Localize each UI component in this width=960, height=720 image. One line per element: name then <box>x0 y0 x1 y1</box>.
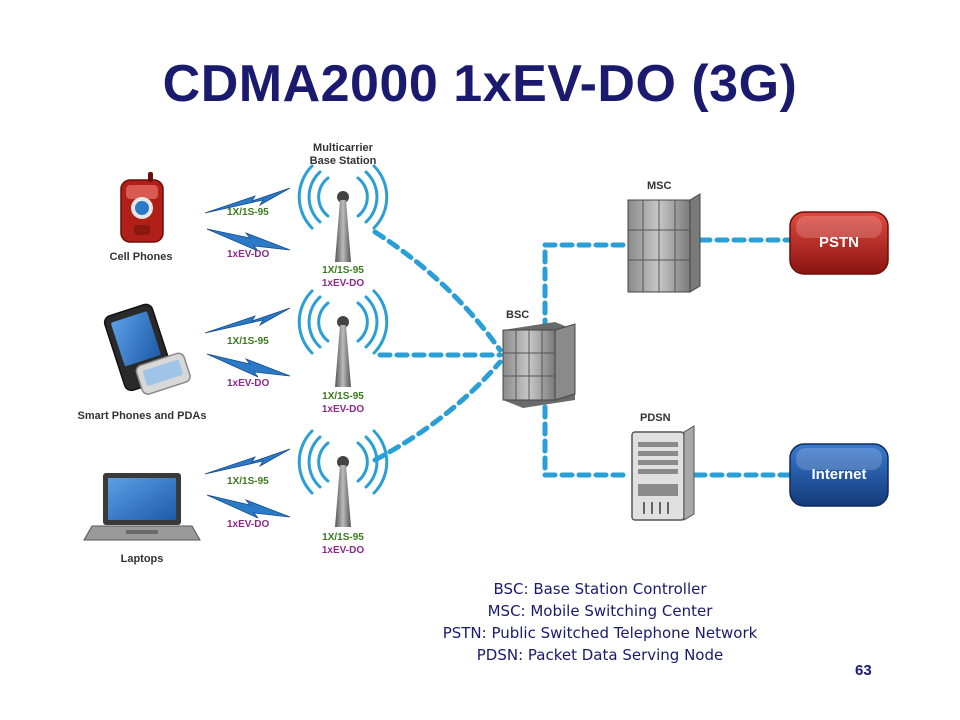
pdsn-label: PDSN <box>640 412 671 424</box>
bsc-rack <box>502 322 576 408</box>
slide-title: CDMA2000 1xEV-DO (3G) <box>162 55 798 113</box>
bolt-1b <box>206 228 291 252</box>
msc-rack <box>627 193 701 293</box>
device-label-cell-phones: Cell Phones <box>109 251 173 263</box>
bs1-label-b: 1xEV-DO <box>321 278 365 289</box>
link-lines <box>372 229 793 478</box>
internet-cloud <box>789 443 889 507</box>
bs1-label-a: 1X/1S-95 <box>322 265 364 276</box>
bsc-label: BSC <box>506 309 530 321</box>
legend-item-pstn: PSTN: Public Switched Telephone Network <box>442 624 758 642</box>
link-bs3-bsc <box>372 359 503 463</box>
legend-item-pdsn: PDSN: Packet Data Serving Node <box>476 646 724 664</box>
abbreviation-legend: BSC: Base Station Controller MSC: Mobile… <box>400 578 800 666</box>
bolt-3a <box>204 448 291 475</box>
pdsn-server <box>631 425 695 521</box>
bs3-label-b: 1xEV-DO <box>321 545 365 556</box>
base-station-header: Multicarrier Base Station <box>309 142 377 167</box>
msc-label: MSC <box>647 180 672 192</box>
bolt-1a <box>204 187 291 214</box>
pstn-label: PSTN <box>818 234 859 251</box>
device-label-smart-phones: Smart Phones and PDAs <box>77 410 207 422</box>
signal-label-1a: 1X/1S-95 <box>227 207 269 218</box>
link-bsc-msc <box>542 242 628 333</box>
signal-bolts <box>204 187 291 519</box>
link-bsc-pdsn <box>542 387 628 478</box>
bs3-label-a: 1X/1S-95 <box>322 532 364 543</box>
base-station-3 <box>297 429 389 527</box>
bs2-label-b: 1xEV-DO <box>321 404 365 415</box>
cell-phone-icon <box>120 172 164 243</box>
bolt-3b <box>206 494 291 519</box>
pda-icon <box>103 303 191 395</box>
legend-item-bsc: BSC: Base Station Controller <box>493 580 707 598</box>
bolt-2b <box>206 353 291 378</box>
base-station-1 <box>297 164 389 262</box>
laptop-icon <box>83 473 201 541</box>
link-bs1-bsc <box>372 229 503 353</box>
page-number: 63 <box>855 662 872 679</box>
bs2-label-a: 1X/1S-95 <box>322 391 364 402</box>
base-station-2 <box>297 289 389 387</box>
bolt-2a <box>204 307 291 334</box>
pstn-cloud <box>789 211 889 275</box>
signal-label-2a: 1X/1S-95 <box>227 336 269 347</box>
signal-label-2b: 1xEV-DO <box>227 378 270 389</box>
signal-label-3a: 1X/1S-95 <box>227 476 269 487</box>
signal-label-1b: 1xEV-DO <box>227 249 270 260</box>
signal-label-3b: 1xEV-DO <box>227 519 270 530</box>
device-label-laptops: Laptops <box>120 553 164 565</box>
internet-label: Internet <box>811 466 867 483</box>
legend-item-msc: MSC: Mobile Switching Center <box>487 602 713 620</box>
